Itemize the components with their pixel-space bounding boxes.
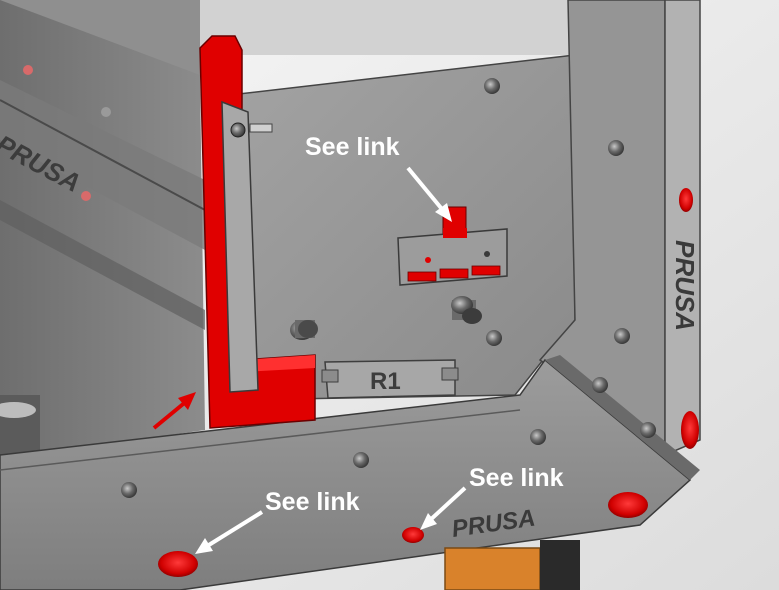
screw xyxy=(640,422,656,438)
callout-label-top: See link xyxy=(305,133,400,161)
screw xyxy=(484,78,500,94)
screw xyxy=(614,328,630,344)
brand-engraving-right: PRUSA xyxy=(670,240,700,331)
screw xyxy=(530,429,546,445)
red-slot-bracket xyxy=(397,206,508,286)
corner-post-top xyxy=(0,402,36,418)
r1-tag: R1 xyxy=(321,359,459,399)
callout-top: See link xyxy=(305,133,452,222)
gray-lever-arm xyxy=(221,100,273,393)
screw xyxy=(608,140,624,156)
screw xyxy=(81,191,91,201)
red-pointer xyxy=(152,392,196,430)
far-wall xyxy=(200,0,575,55)
callout-bottom-left: See link xyxy=(195,488,360,554)
callout-bottom-right: See link xyxy=(420,464,564,530)
callout-label-bottom-left: See link xyxy=(265,488,360,516)
screw xyxy=(121,482,137,498)
red-hole-bottom-right xyxy=(608,492,648,518)
bottom-frame-bevel xyxy=(545,355,700,480)
bottom-frame xyxy=(0,358,692,590)
standoff-right xyxy=(451,296,482,324)
callout-label-bottom-right: See link xyxy=(469,464,564,492)
red-hole-side-top xyxy=(679,188,693,212)
screws xyxy=(23,65,656,498)
arrow-head-icon xyxy=(435,203,452,222)
right-frame-side xyxy=(664,0,701,457)
red-hole-bottom-left xyxy=(158,551,198,577)
screw xyxy=(592,377,608,393)
arrow-head-icon xyxy=(195,538,213,554)
dark-connector xyxy=(540,540,580,590)
callout-arrow-top xyxy=(406,166,448,216)
r1-tag-label: R1 xyxy=(370,368,401,395)
back-plate xyxy=(229,54,576,401)
screw xyxy=(23,65,33,75)
screw xyxy=(101,107,111,117)
callout-arrow-bottom-right xyxy=(426,486,467,524)
arrow-head-icon xyxy=(420,513,437,530)
callout-arrow-bottom-left xyxy=(202,510,264,550)
red-arrow-head-icon xyxy=(178,392,196,410)
orange-component xyxy=(444,547,541,590)
left-frame-edge xyxy=(0,99,206,211)
screw xyxy=(486,330,502,346)
red-hole-bottom-center xyxy=(402,527,424,543)
left-frame-flange xyxy=(0,80,205,250)
red-holes xyxy=(158,188,699,577)
red-hole-side-bottom xyxy=(681,411,699,449)
left-frame-rib xyxy=(0,200,205,330)
red-pointer-line xyxy=(152,398,190,430)
standoff-left xyxy=(290,320,318,340)
screw xyxy=(353,452,369,468)
bottom-frame-fold xyxy=(0,409,521,471)
